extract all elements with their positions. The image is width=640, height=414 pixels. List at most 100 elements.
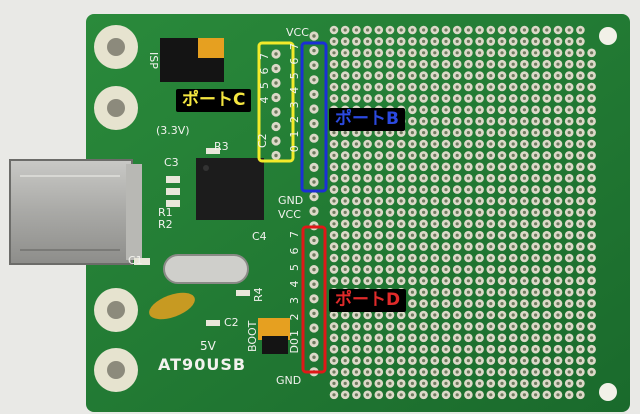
silk-c3: C3 xyxy=(164,156,179,169)
grid-hole xyxy=(332,188,336,192)
grid-hole xyxy=(511,119,515,123)
grid-hole xyxy=(377,347,381,351)
grid-hole xyxy=(511,347,515,351)
grid-hole xyxy=(422,347,426,351)
grid-hole xyxy=(366,199,370,203)
grid-hole xyxy=(332,62,336,66)
grid-hole xyxy=(545,347,549,351)
grid-hole xyxy=(388,51,392,55)
grid-hole xyxy=(489,108,493,112)
grid-hole xyxy=(343,336,347,340)
grid-hole xyxy=(590,256,594,260)
grid-hole xyxy=(489,119,493,123)
grid-hole xyxy=(578,39,583,44)
grid-hole xyxy=(545,142,549,146)
grid-hole xyxy=(466,142,470,146)
grid-hole xyxy=(466,188,470,192)
grid-hole xyxy=(500,199,504,203)
grid-hole xyxy=(366,96,370,100)
silk-boot: BOOT xyxy=(246,320,259,352)
grid-hole xyxy=(500,119,504,123)
grid-hole xyxy=(410,188,414,192)
grid-hole xyxy=(399,210,403,214)
grid-hole xyxy=(522,153,527,157)
grid-hole xyxy=(556,267,560,271)
grid-hole xyxy=(489,142,493,146)
header-hole xyxy=(312,340,316,345)
header-hole xyxy=(312,63,316,67)
grid-hole xyxy=(410,153,414,157)
grid-hole xyxy=(388,336,392,340)
grid-hole xyxy=(444,85,448,89)
grid-hole xyxy=(556,256,560,260)
header-hole xyxy=(312,136,316,140)
silk-c2-port: C2 xyxy=(256,133,269,148)
grid-hole xyxy=(489,324,493,328)
grid-hole xyxy=(489,199,493,203)
grid-hole xyxy=(500,85,504,89)
grid-hole xyxy=(556,222,560,226)
grid-hole xyxy=(511,336,515,340)
grid-hole xyxy=(366,336,370,340)
grid-hole xyxy=(511,176,515,180)
grid-hole xyxy=(332,233,336,237)
grid-hole xyxy=(590,153,594,157)
grid-hole xyxy=(534,256,538,260)
port-d-label: ポートD xyxy=(329,289,407,312)
grid-hole xyxy=(354,51,358,55)
grid-hole xyxy=(534,131,538,135)
grid-hole xyxy=(444,324,448,328)
grid-hole xyxy=(545,336,549,340)
grid-hole xyxy=(556,62,560,66)
grid-hole xyxy=(522,267,527,271)
header-hole xyxy=(312,165,316,170)
grid-hole xyxy=(466,199,470,203)
grid-hole xyxy=(410,51,414,55)
grid-hole xyxy=(388,313,392,317)
grid-hole xyxy=(534,279,538,283)
grid-hole xyxy=(422,51,426,55)
grid-hole xyxy=(366,28,370,32)
grid-hole xyxy=(399,381,403,385)
grid-hole xyxy=(522,256,527,260)
grid-hole xyxy=(422,119,426,123)
grid-hole xyxy=(354,222,358,226)
silk-isp: ISP xyxy=(147,52,160,69)
grid-hole xyxy=(455,199,459,203)
grid-hole xyxy=(489,51,493,55)
grid-hole xyxy=(332,222,336,226)
grid-hole xyxy=(410,302,414,306)
grid-hole xyxy=(567,51,571,55)
pin-number: 6 xyxy=(288,58,301,65)
grid-hole xyxy=(478,302,482,306)
grid-hole xyxy=(377,313,381,317)
silk-vcc-top: VCC xyxy=(286,26,309,39)
grid-hole xyxy=(433,324,437,328)
grid-hole xyxy=(556,279,560,283)
grid-hole xyxy=(433,222,437,226)
grid-hole xyxy=(343,199,347,203)
grid-hole xyxy=(422,108,426,112)
grid-hole xyxy=(522,313,527,317)
grid-hole xyxy=(343,188,347,192)
grid-hole xyxy=(388,359,392,363)
grid-hole xyxy=(444,267,448,271)
grid-hole xyxy=(534,267,538,271)
port-d-outline xyxy=(301,225,327,374)
header-hole xyxy=(312,297,316,301)
silk-c2: C2 xyxy=(224,316,239,329)
pin-number: 5 xyxy=(288,72,301,79)
grid-hole xyxy=(388,222,392,226)
grid-hole xyxy=(444,370,448,374)
grid-hole xyxy=(422,256,426,260)
grid-hole xyxy=(399,370,403,374)
silk-3v3: (3.3V) xyxy=(156,124,190,137)
grid-hole xyxy=(478,381,482,385)
grid-hole xyxy=(478,245,482,249)
grid-hole xyxy=(545,119,549,123)
grid-hole xyxy=(332,74,336,78)
grid-hole xyxy=(466,256,470,260)
grid-hole xyxy=(444,176,448,180)
grid-hole xyxy=(466,359,470,363)
grid-hole xyxy=(332,51,336,55)
